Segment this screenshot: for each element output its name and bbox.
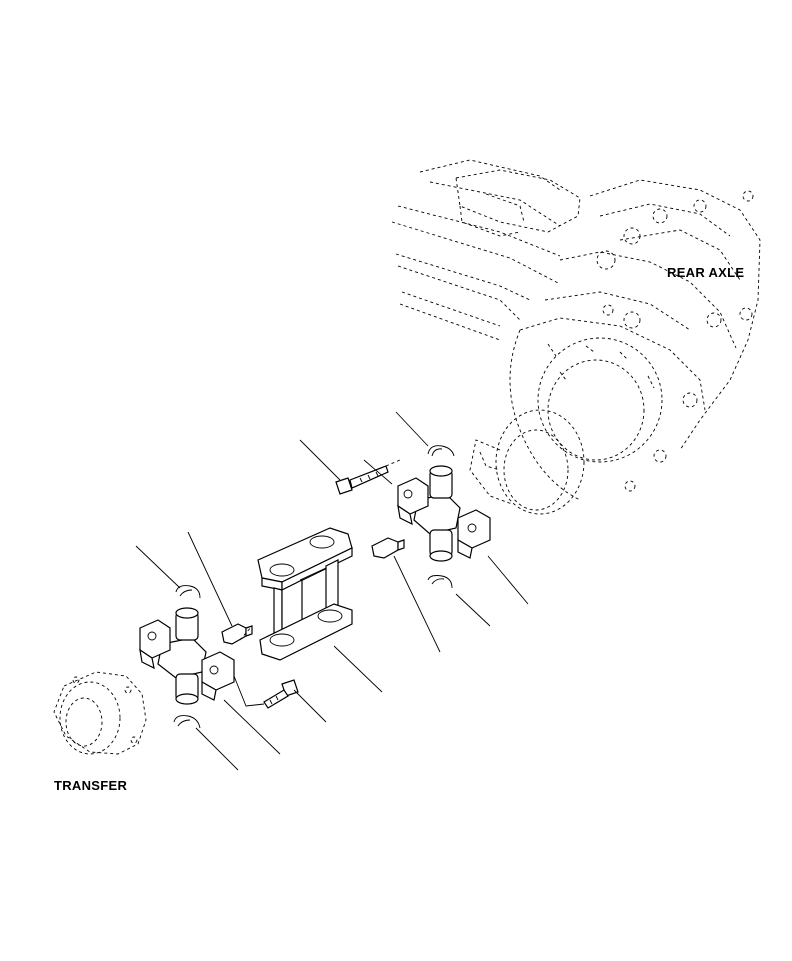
snap-ring-lower-1 — [175, 585, 201, 599]
rear-axle-label: REAR AXLE — [667, 265, 745, 280]
bolt-lower — [263, 679, 299, 709]
center-yoke — [257, 527, 353, 661]
rear-axle-housing — [391, 159, 761, 515]
snap-ring-upper-1 — [427, 445, 455, 457]
transfer-flange — [53, 671, 147, 755]
bolt-upper — [335, 465, 389, 495]
spider-bearing-lower — [139, 607, 235, 705]
leader-lines — [135, 411, 529, 771]
grease-fitting-upper — [371, 537, 405, 559]
snap-ring-upper-2 — [427, 575, 453, 589]
grease-fitting-lower — [221, 623, 253, 645]
spider-bearing-upper — [397, 465, 491, 562]
snap-ring-lower-2 — [173, 715, 201, 729]
transfer-label: TRANSFER — [54, 778, 128, 793]
